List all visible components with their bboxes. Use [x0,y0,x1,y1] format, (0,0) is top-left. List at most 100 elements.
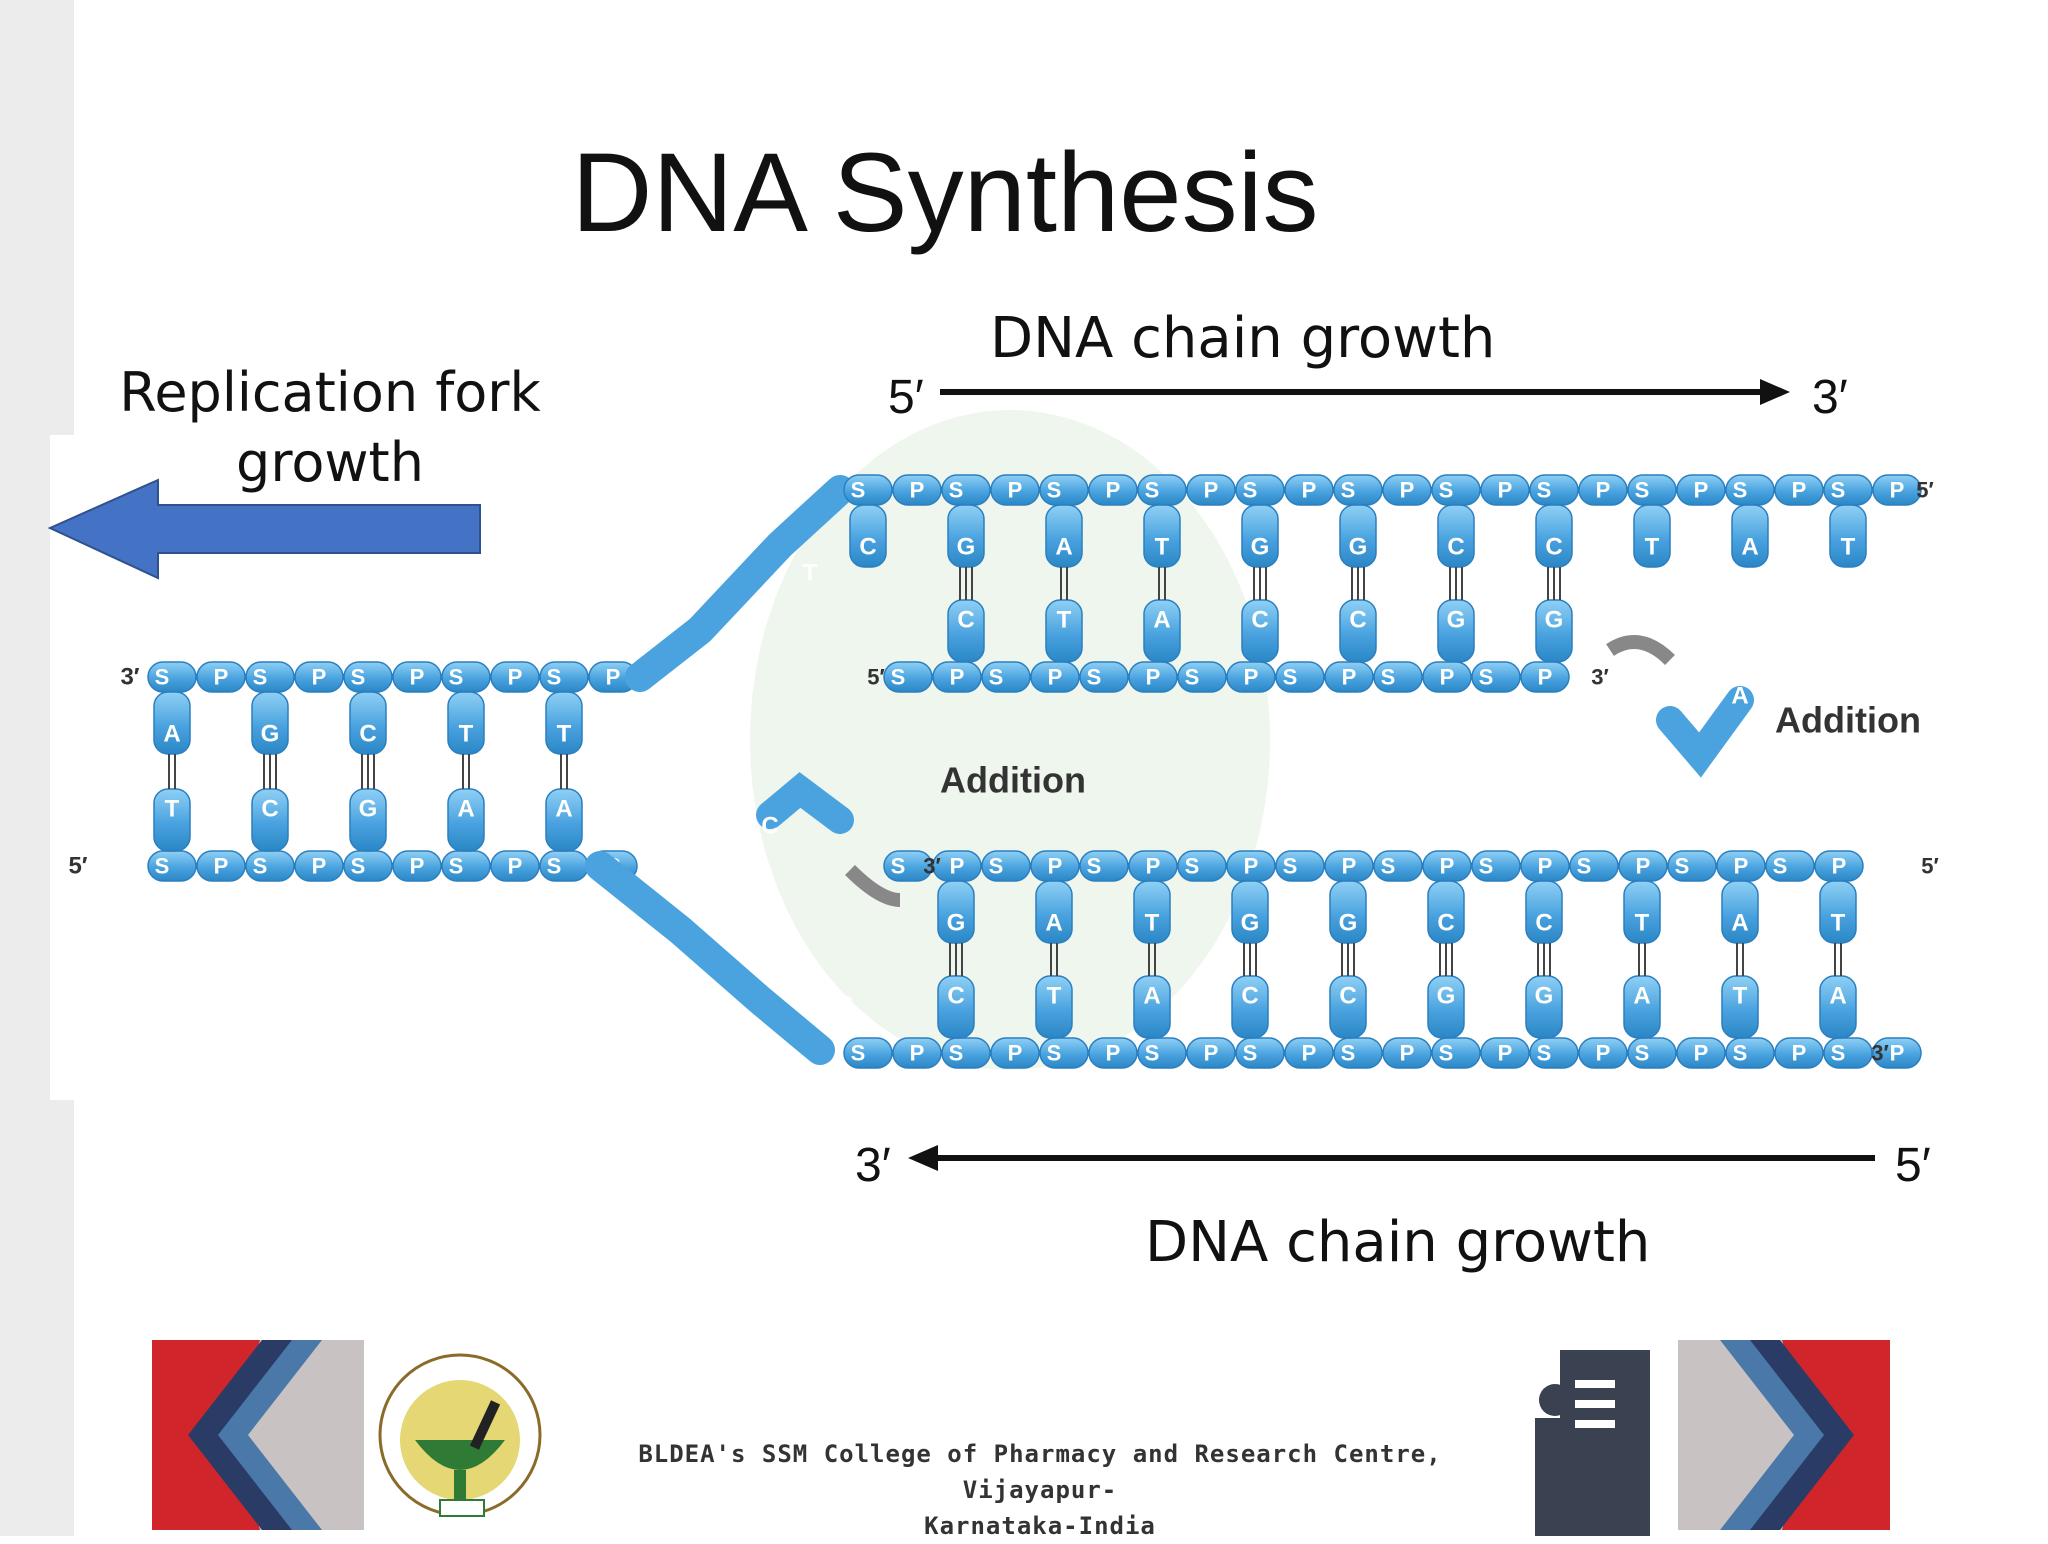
parent-top-base [545,691,583,755]
upper-template-phosphate-label: P [1204,478,1219,503]
lower-new-phosphate [1480,1037,1530,1069]
bottom-chain-growth-label: DNA chain growth [1145,1210,1651,1275]
upper-new-phosphate [932,661,982,693]
lower-new-base [1819,975,1857,1039]
lower-new-phosphate [1872,1037,1922,1069]
fork-bottom-base: A [781,947,798,974]
lower-new-base-letter: G [1437,983,1456,1010]
upper-template-base-letter: G [957,534,976,561]
lower-new-base [1721,975,1759,1039]
lower-new-sugar [1137,1037,1187,1069]
lower-template-sugar-label: S [1773,854,1788,879]
upper-template-base-letter: G [1349,534,1368,561]
upper-template-sugar-label: S [1733,478,1748,503]
fork-lower-strand [585,851,835,1065]
lower-new-sugar-label: S [1733,1041,1748,1066]
lower-template-base [1133,880,1171,944]
previous-chevron-icon[interactable] [152,1340,364,1530]
institution-line-2: Karnataka-India [924,1512,1156,1540]
upper-template-base [1731,504,1769,568]
lower-new-base [1035,975,1073,1039]
lower-template-sugar [883,850,933,882]
lower-template-sugar [1667,850,1717,882]
institution-name: BLDEA's SSM College of Pharmacy and Rese… [590,1436,1490,1544]
lower-template-base [1623,880,1661,944]
incoming-left-arrow [845,865,901,907]
upper-template-base-letter: T [1841,534,1856,561]
lower-new-phosphate-label: P [1694,1041,1709,1066]
parent-bottom-sugar-label: S [449,854,464,879]
lower-template-sugar-label: S [1577,854,1592,879]
lower-new-phosphate [990,1037,1040,1069]
lower-new-sugar [941,1037,991,1069]
lower-template-base [1721,880,1759,944]
next-chevron-icon[interactable] [1678,1340,1890,1530]
lower-template-sugar [1373,850,1423,882]
lower-template-base-letter: A [1731,910,1748,937]
upper-new-phosphate-label: P [1146,665,1161,690]
lower-template-phosphate-label: P [950,854,965,879]
upper-template-phosphate [892,474,942,506]
upper-new-base-letter: A [1153,607,1170,634]
upper-template-phosphate [1676,474,1726,506]
upper-template-phosphate-label: P [1302,478,1317,503]
lower-new-phosphate [1284,1037,1334,1069]
lower-new-sugar-label: S [1537,1041,1552,1066]
incoming-left-base: C [761,813,778,840]
upper-new-phosphate-label: P [1342,665,1357,690]
parent-top-base [447,691,485,755]
parent-top-base-letter: T [459,721,474,748]
lower-template-base-letter: T [1831,910,1846,937]
upper-template-phosphate-label: P [1694,478,1709,503]
upper-template-phosphate [1872,474,1922,506]
lower-template-base-letter: G [947,910,966,937]
lower-template-phosphate-label: P [1440,854,1455,879]
parent-bottom-base [447,788,485,852]
lower-new-3prime-end: 3′ [1871,1041,1889,1066]
upper-template-phosphate-label: P [1890,478,1905,503]
top-chain-growth-label: DNA chain growth [990,306,1496,371]
lower-template-base [1819,880,1857,944]
upper-new-sugar-label: S [989,665,1004,690]
lower-new-sugar-label: S [1243,1041,1258,1066]
upper-template-phosphate [1480,474,1530,506]
parent-bottom-phosphate-label: P [214,854,229,879]
parent-top-phosphate [490,661,540,693]
lower-template-base-letter: G [1241,910,1260,937]
lower-template-sugar [1471,850,1521,882]
lower-template-base [1035,880,1073,944]
lower-new-phosphate [892,1037,942,1069]
lower-template-base-letter: T [1145,910,1160,937]
lower-new-base-letter: C [1339,983,1356,1010]
lower-new-sugar [1529,1037,1579,1069]
incoming-right-addition-label: Addition [1775,700,1921,741]
fork-bottom-base: C [726,902,743,929]
parent-bottom-base [545,788,583,852]
bottom-chain-3prime: 3′ [855,1139,891,1192]
lower-new-phosphate-label: P [1008,1041,1023,1066]
parent-top-phosphate-label: P [508,665,523,690]
upper-template-sugar-label: S [1537,478,1552,503]
lower-new-sugar [1725,1037,1775,1069]
upper-template-sugar-label: S [1145,478,1160,503]
parent-top-phosphate [196,661,246,693]
fork-upper-strand [625,475,855,692]
upper-new-base-letter: T [1057,607,1072,634]
lower-template-sugar [1569,850,1619,882]
lower-template-base-letter: C [1535,910,1552,937]
document-figure-icon [1535,1350,1650,1536]
upper-template-phosphate-label: P [1008,478,1023,503]
parent-top-base-letter: C [359,721,376,748]
lower-new-base-letter: C [947,983,964,1010]
lower-new-sugar [1333,1037,1383,1069]
lower-template-phosphate-label: P [1048,854,1063,879]
parent-bottom-sugar-label: S [547,854,562,879]
upper-new-phosphate [1030,661,1080,693]
lower-new-base-letter: A [1829,983,1846,1010]
lower-template-sugar-label: S [989,854,1004,879]
lower-new-phosphate [1186,1037,1236,1069]
upper-template-base [1045,504,1083,568]
upper-new-phosphate-label: P [1048,665,1063,690]
lower-new-sugar-label: S [1145,1041,1160,1066]
parent-bottom-phosphate [196,850,246,882]
